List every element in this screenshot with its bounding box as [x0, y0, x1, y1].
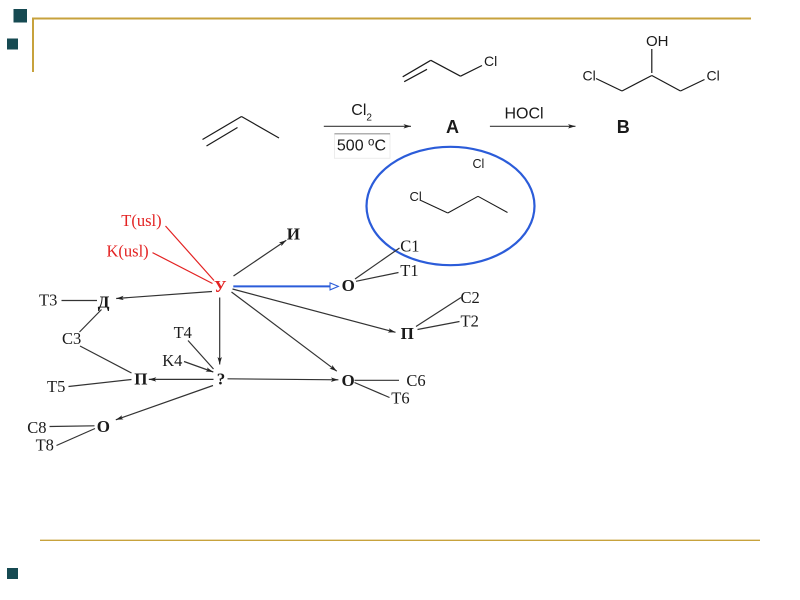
svg-text:О: О	[342, 276, 355, 295]
svg-text:C6: C6	[406, 371, 425, 390]
svg-text:T6: T6	[391, 388, 409, 407]
svg-text:Cl: Cl	[707, 68, 720, 84]
svg-text:?: ?	[217, 370, 226, 389]
svg-text:Cl: Cl	[484, 53, 497, 69]
svg-text:C3: C3	[62, 329, 81, 348]
svg-text:T1: T1	[400, 261, 418, 280]
svg-text:A: A	[446, 117, 459, 137]
svg-text:C8: C8	[27, 418, 46, 437]
svg-text:C2: C2	[461, 288, 480, 307]
svg-text:B: B	[617, 117, 630, 137]
svg-text:Cl2: Cl2	[351, 102, 372, 124]
svg-text:Cl: Cl	[410, 189, 422, 204]
svg-text:T(usl): T(usl)	[121, 211, 161, 230]
svg-text:500 oC: 500 oC	[337, 136, 386, 154]
svg-text:K4: K4	[162, 351, 182, 370]
svg-text:HOCl: HOCl	[505, 106, 544, 123]
svg-text:Cl: Cl	[473, 157, 485, 171]
svg-text:K(usl): K(usl)	[107, 242, 149, 261]
svg-text:И: И	[287, 225, 300, 244]
svg-text:О: О	[342, 371, 355, 390]
svg-text:T2: T2	[461, 312, 479, 331]
svg-text:OH: OH	[646, 33, 669, 50]
svg-text:П: П	[134, 370, 147, 389]
svg-text:T3: T3	[39, 291, 57, 310]
svg-text:Д: Д	[98, 292, 110, 311]
svg-text:О: О	[97, 417, 110, 436]
svg-text:У: У	[214, 277, 227, 296]
svg-text:Cl: Cl	[583, 68, 596, 84]
svg-text:C1: C1	[400, 236, 419, 255]
svg-text:П: П	[401, 324, 414, 343]
svg-text:T5: T5	[47, 377, 65, 396]
svg-text:T8: T8	[36, 436, 54, 455]
svg-text:T4: T4	[174, 323, 192, 342]
